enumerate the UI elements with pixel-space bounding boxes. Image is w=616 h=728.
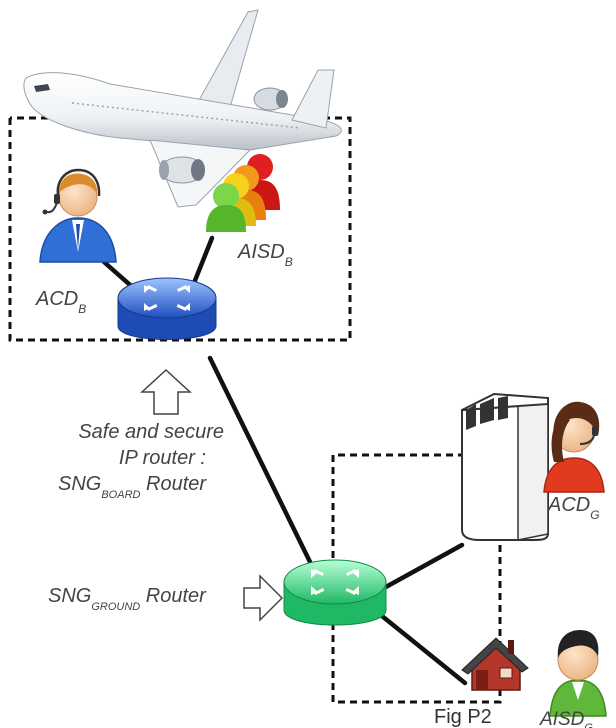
server-tower-icon [461, 392, 549, 541]
link-router-board-router-ground [207, 355, 315, 569]
link-passengers-router-board [189, 235, 215, 291]
router-board-desc-line1: Safe and secure [78, 421, 224, 443]
headset-operator-icon [39, 168, 117, 263]
links [101, 235, 468, 686]
link-router-ground-server [381, 542, 465, 591]
link-router-ground-house [379, 613, 468, 686]
router-ground-icon [283, 559, 387, 626]
user-icon [549, 630, 607, 717]
arrow-right-icon [243, 574, 284, 622]
arrow-up-icon [140, 368, 192, 415]
airplane-icon [23, 9, 342, 208]
router-board-desc-line2: IP router : [119, 447, 206, 469]
sng-ground-label: SNGGROUND Router [48, 585, 207, 613]
acd-ground-label: ACDG [547, 494, 600, 522]
aisd-ground-label: AISDG [539, 709, 593, 728]
headset-operator-ground-icon [543, 401, 605, 493]
acd-board-label: ACDB [35, 288, 86, 316]
user-group-icon [206, 154, 280, 232]
aisd-board-label: AISDB [237, 241, 293, 269]
house-icon [461, 637, 529, 691]
ground-network-boundary [331, 453, 502, 704]
sng-board-label: SNGBOARD Router [58, 473, 207, 501]
figure-caption: Fig P2 [434, 706, 492, 728]
router-icon [117, 277, 217, 340]
